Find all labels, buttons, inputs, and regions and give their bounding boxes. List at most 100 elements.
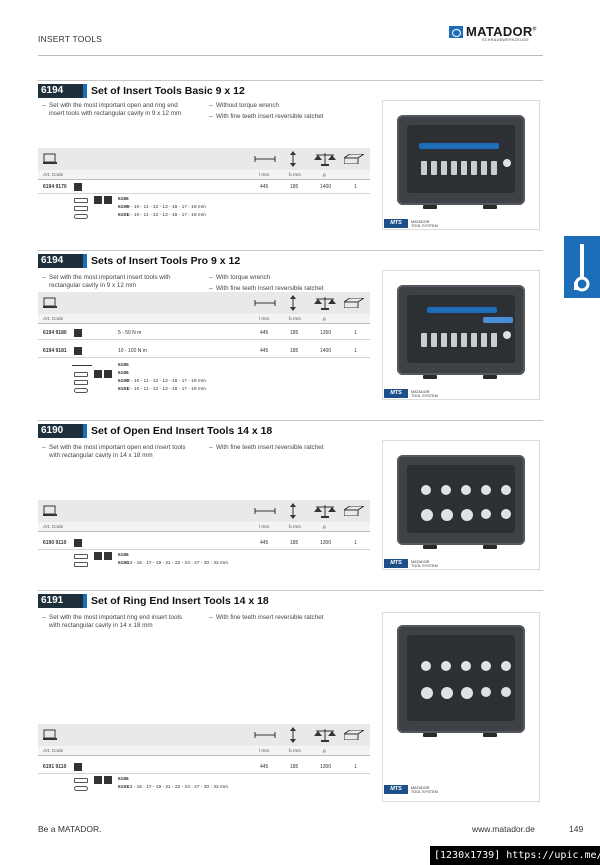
- section-divider: [38, 420, 543, 421]
- description-text: Set with the most important ring end ins…: [49, 614, 182, 629]
- mts-badge: MTS: [384, 559, 408, 568]
- product-number-badge: 6194: [38, 254, 83, 268]
- feature-text: Without torque wrench: [216, 102, 279, 109]
- header-art-code: Art. Code: [43, 525, 64, 530]
- table-row[interactable]: 6194 9181 10 - 100 N m 445 185 1400 1: [38, 344, 370, 358]
- content-line: 6185: [38, 362, 370, 371]
- matador-logo: MATADOR® SCHRAUBWERKZEUGE: [449, 24, 549, 44]
- width-icon: [290, 151, 296, 167]
- table-row[interactable]: 6194 9180 5 - 50 N m 445 185 1350 1: [38, 326, 370, 340]
- page-number: 149: [569, 824, 584, 834]
- content-number: 6186: [118, 553, 129, 558]
- section-title: Set of Open End Insert Tools 14 x 18: [91, 425, 273, 437]
- feature-text: With fine teeth insert reversible ratche…: [216, 285, 324, 292]
- open-end-icon: [74, 562, 88, 567]
- quantity-box-icon: [344, 298, 364, 308]
- torque-wrench-image: [427, 307, 497, 313]
- insert-tool-icon: [74, 778, 88, 783]
- ratchet-icon: [74, 539, 82, 547]
- content-line: 6190 13 - 16 - 17 - 19 - 21 - 22 - 24 - …: [38, 560, 370, 569]
- product-number-badge: 6194: [38, 84, 83, 98]
- table-row[interactable]: 6194 9170 445 185 1400 1: [38, 180, 370, 194]
- content-sizes: 8 - 10 - 11 - 12 - 13 - 16 - 17 - 19 mm: [127, 205, 206, 210]
- case-icon: [43, 153, 57, 164]
- description-text: Set with the most important open end ins…: [49, 444, 186, 459]
- width-value: 185: [290, 184, 299, 190]
- content-sizes: 8 - 10 - 11 - 12 - 13 - 16 - 17 - 19 mm: [127, 379, 206, 384]
- footer-url[interactable]: www.matador.de: [472, 824, 535, 834]
- ratchet-icon: [74, 763, 82, 771]
- weight-value: 1400: [320, 184, 332, 190]
- header-divider: [38, 55, 543, 56]
- content-number: 6186: [118, 371, 129, 376]
- badge-accent: [83, 424, 87, 438]
- header-art-code: Art. Code: [43, 317, 64, 322]
- length-icon: [254, 732, 276, 738]
- ratchet-image: [483, 317, 513, 323]
- tool-case-image: [397, 115, 525, 205]
- header-weight: g: [323, 173, 326, 178]
- header-length: l mm: [259, 317, 270, 322]
- length-value: 445: [260, 330, 269, 336]
- logo-text: MATADOR: [466, 24, 533, 39]
- description-text: Set with the most important open and rin…: [49, 102, 182, 117]
- content-line: 6191 8 - 10 - 11 - 12 - 13 - 16 - 17 - 1…: [38, 212, 370, 221]
- content-line: 6190 8 - 10 - 11 - 12 - 13 - 16 - 17 - 1…: [38, 378, 370, 387]
- content-line: 6186: [38, 196, 370, 205]
- table-row[interactable]: 6191 9110 445 185 1300 1: [38, 760, 370, 774]
- content-sizes: 13 - 16 - 17 - 19 - 21 - 22 - 24 - 27 - …: [127, 561, 229, 566]
- description-left: –Set with the most important open end in…: [42, 444, 186, 459]
- length-value: 445: [260, 540, 269, 546]
- content-number: 6191: [118, 785, 129, 790]
- weight-value: 1350: [320, 330, 332, 336]
- width-value: 185: [290, 348, 299, 354]
- logo-mark-icon: [449, 26, 463, 38]
- table-icon-header: [38, 500, 370, 522]
- table-icon-header: [38, 724, 370, 746]
- table-label-header: Art. Code l mm b mm g: [38, 170, 370, 180]
- badge-accent: [83, 594, 87, 608]
- header-length: l mm: [259, 749, 270, 754]
- header-width: b mm: [289, 749, 301, 754]
- weight-icon: [314, 729, 336, 742]
- quantity-value: 1: [354, 764, 357, 770]
- width-value: 185: [290, 764, 299, 770]
- ring-end-icon: [74, 786, 88, 791]
- wrench-icon: [574, 244, 590, 292]
- selection-icon: [104, 196, 112, 204]
- case-icon: [43, 729, 57, 740]
- description-right: –Without torque wrench –With fine teeth …: [209, 102, 324, 120]
- header-width: b mm: [289, 317, 301, 322]
- product-section-pro: 6194 Sets of Insert Tools Pro 9 x 12 –Se…: [38, 250, 543, 415]
- content-line: 6186: [38, 370, 370, 379]
- content-line: 6191 8 - 10 - 11 - 12 - 13 - 16 - 17 - 1…: [38, 386, 370, 395]
- ratchet-image: [419, 143, 499, 149]
- category-tab[interactable]: [564, 236, 600, 298]
- header-weight: g: [323, 749, 326, 754]
- tool-case-image: [397, 285, 525, 375]
- product-number-badge: 6190: [38, 424, 83, 438]
- table-row[interactable]: 6190 9110 445 185 1300 1: [38, 536, 370, 550]
- length-value: 445: [260, 764, 269, 770]
- quantity-value: 1: [354, 348, 357, 354]
- product-section-ring-end: 6191 Set of Ring End Insert Tools 14 x 1…: [38, 590, 543, 802]
- content-number: 6190: [118, 379, 129, 384]
- section-divider: [38, 250, 543, 251]
- weight-value: 1300: [320, 764, 332, 770]
- insert-tool-icon: [74, 198, 88, 203]
- content-number: 6190: [118, 205, 129, 210]
- ratchet-icon: [74, 329, 82, 337]
- tool-case-image: [397, 625, 525, 733]
- tool-case-image: [397, 455, 525, 545]
- selection-icon: [94, 196, 102, 204]
- badge-accent: [83, 254, 87, 268]
- content-number: 6185: [118, 363, 129, 368]
- selection-icon: [104, 370, 112, 378]
- product-section-open-end: 6190 Set of Open End Insert Tools 14 x 1…: [38, 420, 543, 585]
- art-code: 6194 9180: [43, 330, 67, 336]
- length-icon: [254, 508, 276, 514]
